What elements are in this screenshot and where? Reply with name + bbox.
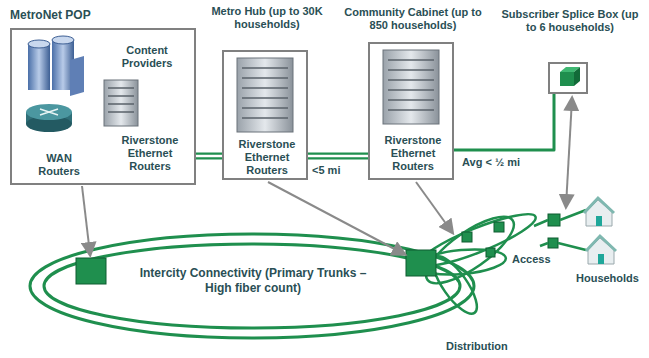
households-label: Households — [576, 272, 639, 285]
node-text: Riverstone Ethernet Routers — [228, 138, 306, 177]
node-text: Riverstone Ethernet Routers — [108, 134, 192, 173]
pop-box: MetroNet POPContent ProvidersWAN Routers… — [10, 28, 196, 185]
node-title: Community Cabinet (up to 850 households) — [343, 6, 483, 32]
router-chassis — [237, 58, 293, 132]
trunk-junction — [76, 258, 106, 284]
cabinet-box: Community Cabinet (up to 850 households)… — [368, 42, 454, 180]
distance-label: Avg < ½ mi — [462, 156, 520, 169]
router-chassis — [383, 50, 439, 124]
router-icon — [26, 104, 72, 132]
splice-box: Subscriber Splice Box (up to 6 household… — [548, 62, 588, 94]
splice-cube — [548, 214, 560, 226]
splice-cube — [560, 67, 580, 86]
intercity-ring — [30, 234, 474, 338]
house-icon — [584, 198, 614, 226]
node-text: Riverstone Ethernet Routers — [374, 134, 452, 173]
hub-box: Metro Hub (up to 30K households)Riversto… — [222, 50, 308, 180]
access-line — [534, 210, 586, 250]
node-title: Subscriber Splice Box (up to 6 household… — [498, 8, 642, 34]
access-label: Access — [512, 253, 551, 266]
node-title: Metro Hub (up to 30K households) — [210, 5, 324, 31]
router-chassis — [104, 80, 138, 126]
house-icon — [586, 236, 616, 264]
fiber-link — [454, 94, 554, 150]
fiber-link — [308, 156, 368, 157]
trunk-junction — [406, 250, 436, 276]
pointer-arrow — [82, 99, 572, 254]
node-text: Content Providers — [104, 44, 190, 70]
node-title: MetroNet POP — [10, 8, 140, 22]
fiber-link — [196, 156, 222, 157]
server-icon — [28, 36, 84, 96]
node-text: WAN Routers — [24, 152, 94, 178]
distribution-label: Distribution — [446, 340, 508, 353]
distribution-node — [462, 222, 504, 257]
distance-label: <5 mi — [312, 164, 340, 177]
ring-label: Intercity Connectivity (Primary Trunks –… — [137, 266, 369, 296]
splice-cube — [548, 238, 558, 248]
